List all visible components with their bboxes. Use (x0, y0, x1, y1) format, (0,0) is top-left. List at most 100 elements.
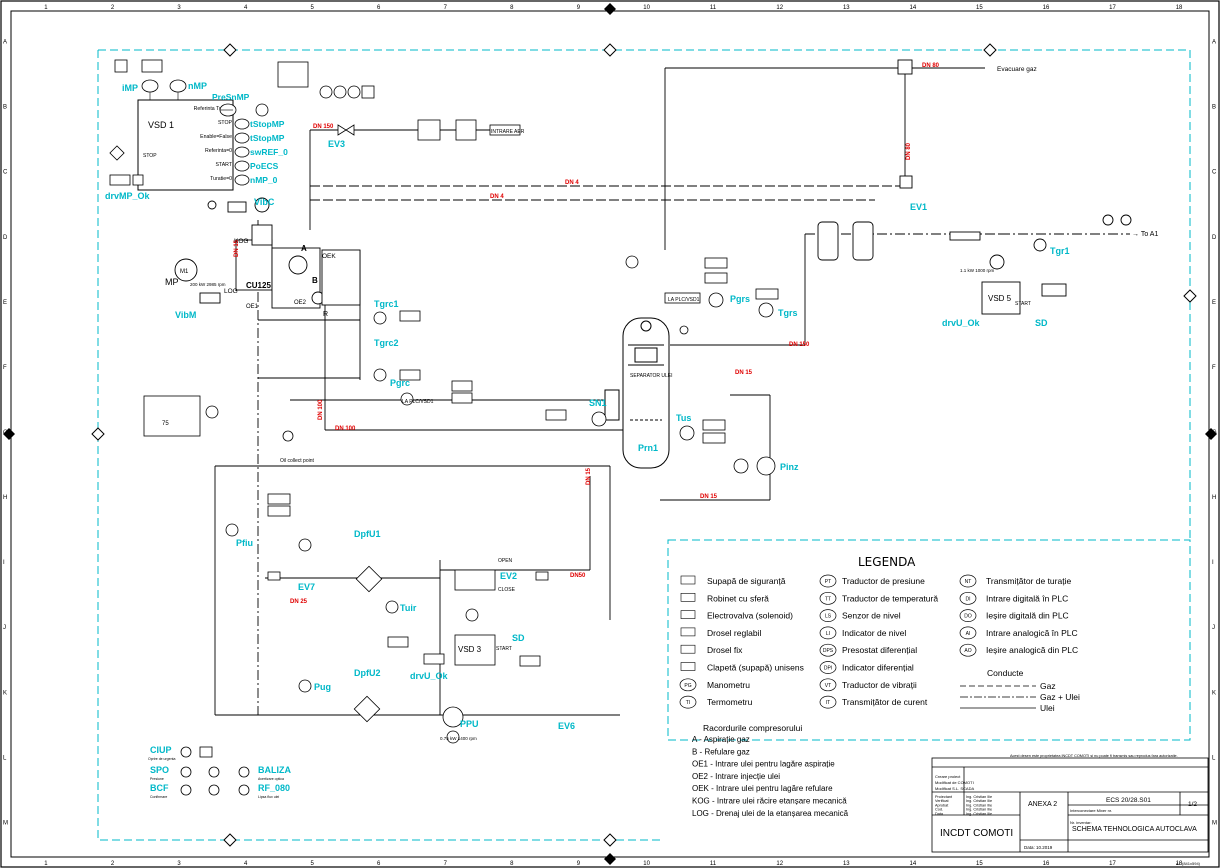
legend-item: Indicator diferențial (842, 663, 914, 673)
pipe-DN15-a: DN 15 (735, 370, 753, 376)
legend-item: Termometru (707, 697, 753, 707)
column-label-top: 5 (311, 5, 315, 11)
label-BALIZA: BALIZA (258, 765, 291, 775)
legend-item: Presostat diferențial (842, 645, 917, 655)
lube-oil-group (143, 310, 549, 744)
legend-item: Ieșire digitală din PLC (986, 611, 1069, 621)
legend-symbol (680, 644, 696, 654)
label-KOG: KOG (234, 238, 248, 245)
legend-symbol-code: TT (825, 596, 831, 602)
row-label-right: E (1212, 300, 1216, 306)
legend-symbol (679, 695, 697, 709)
label-Tgrs: Tgrs (778, 308, 798, 318)
label-CIUP-sub: Oprire de urgenta (148, 757, 175, 761)
pipe-DN80-b: DN 80 (906, 142, 912, 160)
column-labels: 1122334455667788991010111112121313141415… (44, 5, 1183, 867)
intake-group (277, 61, 521, 141)
column-label-top: 16 (1043, 5, 1050, 11)
ev2-open: OPEN (498, 558, 513, 564)
legend-symbol-code: LI (826, 631, 830, 637)
column-label-top: 15 (976, 5, 983, 11)
racord-item: OE1 - Intrare ulei pentru lagăre aspiraț… (692, 760, 835, 769)
label-Tuir: Tuir (400, 603, 417, 613)
column-label-bottom: 1 (44, 861, 48, 867)
legend-symbol (679, 678, 697, 692)
label-Prn1: Prn1 (638, 443, 658, 453)
label-BCF-sub: Confirmare (150, 795, 167, 799)
row-label-left: M (3, 820, 8, 826)
conducte-title: Conducte (987, 668, 1024, 678)
row-label-right: H (1212, 495, 1216, 501)
label-LOG: LOG (224, 288, 238, 295)
tb-role: Data (935, 812, 944, 816)
legend-item: Clapetă (supapă) unisens (707, 663, 804, 673)
legend-symbol (959, 591, 977, 605)
legend-symbol (959, 626, 977, 640)
legend-symbol-code: LS (825, 614, 832, 620)
label-OE1: OE1 (246, 304, 259, 310)
column-label-top: 4 (244, 5, 248, 11)
row-label-right: F (1212, 365, 1216, 371)
legend-item: Drosel fix (707, 645, 743, 655)
legend-symbol-code: DPS (823, 648, 834, 654)
legend-symbol-code: AI (966, 631, 971, 637)
label-OEK: OEK (322, 253, 336, 260)
tb-person: Ing. Cristian Ilie (966, 808, 992, 812)
tank-number: 75 (162, 421, 169, 427)
column-label-top: 6 (377, 5, 381, 11)
column-label-top: 3 (177, 5, 181, 11)
row-label-left: B (3, 105, 7, 111)
column-label-bottom: 10 (643, 861, 650, 867)
label-DpfU1: DpfU1 (354, 529, 381, 539)
column-label-top: 7 (444, 5, 448, 11)
pipe-DN25: DN 25 (290, 599, 308, 605)
legend-symbol (959, 643, 977, 657)
vsd3-start: START (496, 646, 512, 652)
label-SD3: SD (512, 633, 525, 643)
separator-label: SEPARATOR ULEI (630, 373, 673, 379)
label-vsd3-drv: drvU_Ok (410, 671, 449, 681)
conducta-gaz: Gaz (1040, 681, 1056, 691)
separator-instruments (545, 255, 779, 476)
title-block (931, 757, 1209, 853)
legend-symbol-code: PT (825, 579, 831, 585)
label-tStopMP: tStopMP (250, 119, 285, 129)
legend-item: Traductor de vibrații (842, 680, 917, 690)
label-Tgrc1: Tgrc1 (374, 299, 399, 309)
oil-collect: Oil collect point (280, 458, 315, 464)
column-label-bottom: 5 (311, 861, 315, 867)
column-label-top: 2 (111, 5, 115, 11)
sheet-format: A1 (841x594) (1176, 861, 1201, 866)
tb-history-2: Modificat de COMOTI (935, 780, 974, 785)
tb-date: Data: 10.2019 (1024, 845, 1053, 850)
pipe-DN80: DN 80 (922, 63, 940, 69)
tb-history-1: Creare proiect (935, 774, 961, 779)
column-label-bottom: 14 (910, 861, 917, 867)
legend-symbol-code: DI (966, 596, 971, 602)
pipe-DN15-d: DN 15 (586, 467, 592, 485)
legend-symbol (819, 695, 837, 709)
label-A: A (301, 244, 307, 253)
legend-item: Intrare digitală în PLC (986, 593, 1068, 603)
label-tStopMP2: tStopMP (250, 133, 285, 143)
vsd1-row: Enable=False (200, 134, 232, 140)
label-drvU_Ok: drvU_Ok (942, 318, 981, 328)
pipe-DN15-c: DN 15 (234, 239, 240, 257)
label-CU125: CU125 (246, 281, 271, 290)
column-label-top: 14 (910, 5, 917, 11)
column-label-top: 10 (643, 5, 650, 11)
column-label-top: 13 (843, 5, 850, 11)
vsd1-title: VSD 1 (148, 120, 174, 130)
vsd1-block: VSD 1 Referinta TuratieSTOPEnable=FalseR… (137, 99, 234, 191)
label-VibC: VibC (254, 197, 275, 207)
column-label-top: 17 (1109, 5, 1116, 11)
row-label-left: I (3, 560, 5, 566)
row-label-right: L (1212, 755, 1216, 761)
label-MP: MP (165, 277, 179, 287)
column-label-bottom: 4 (244, 861, 248, 867)
label-R: R (323, 311, 328, 318)
